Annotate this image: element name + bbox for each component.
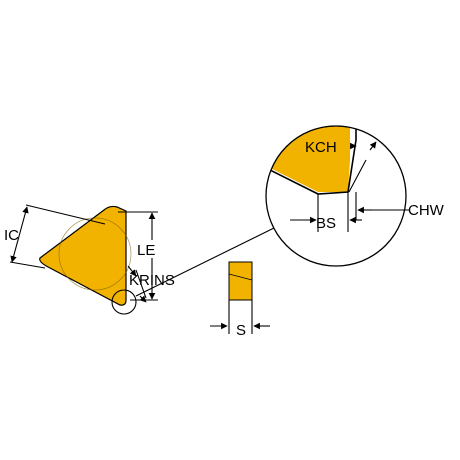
- chw-label: CHW: [408, 202, 445, 219]
- detail-leader-line: [135, 227, 275, 297]
- detail-circle-outline: [265, 125, 407, 267]
- insert-body: [39, 205, 127, 306]
- side-view-insert: [228, 261, 253, 301]
- cutting-corner-detail-circle: [111, 289, 137, 315]
- krins-angle: KRINS: [127, 265, 175, 303]
- insert-side-view: S: [210, 261, 270, 339]
- ic-label: IC: [4, 227, 19, 244]
- inscribed-circle: [58, 217, 132, 291]
- ic-dimension: IC: [4, 204, 106, 269]
- krins-label: KRINS: [129, 272, 175, 289]
- le-label: LE: [137, 242, 155, 259]
- insert-top-view: [39, 205, 137, 315]
- bs-label: BS: [316, 215, 336, 232]
- s-label: S: [236, 322, 246, 339]
- corner-detail-view: KCH BS CHW: [265, 125, 445, 267]
- kch-label: KCH: [305, 139, 337, 156]
- le-dimension: LE: [118, 211, 160, 301]
- detail-insert-fill: [266, 126, 350, 192]
